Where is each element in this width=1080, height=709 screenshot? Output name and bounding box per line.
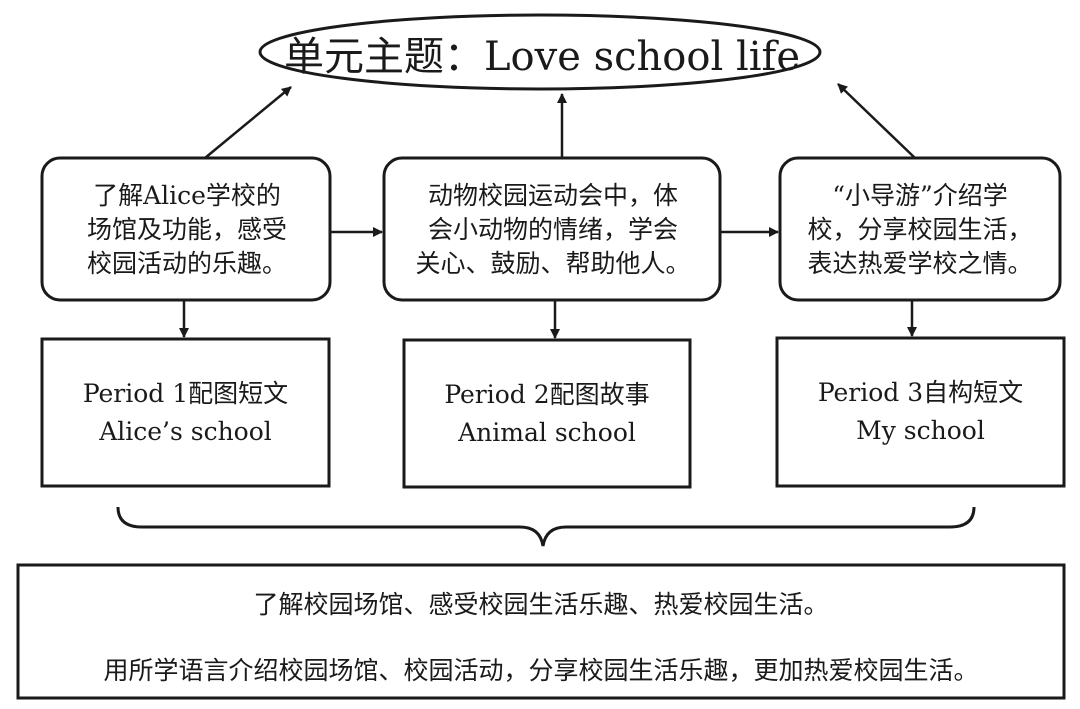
arrow-goal1-to-title [204, 86, 292, 159]
arrow-goal3-to-title [837, 83, 916, 159]
period-1-text: Period 1配图短文 Alice’s school [44, 341, 327, 484]
goal-box-2 [382, 156, 722, 302]
goal-2-line-2: 会小动物的情绪，学会 [427, 214, 678, 244]
goal-1-line-2: 场馆及功能，感受 [86, 214, 287, 244]
goal-text-1: 了解Alice学校的 场馆及功能，感受 校园活动的乐趣。 [46, 162, 328, 297]
goal-1-line-3: 校园活动的乐趣。 [86, 248, 287, 278]
period-3-text: Period 3自构短文 My school [779, 340, 1062, 484]
goal-text-3: “小导游”介绍学 校，分享校园生活， 表达热爱学校之情。 [784, 162, 1056, 297]
period-1-label: Period 1配图短文 [82, 378, 289, 408]
period-3-label: Period 3自构短文 [817, 378, 1024, 407]
title-ellipse [258, 13, 822, 91]
summary-brace [116, 506, 976, 547]
period-box-3 [775, 336, 1066, 488]
goal-3-line-2: 校，分享校园生活， [807, 214, 1033, 244]
goal-2-line-3: 关心、鼓励、帮助他人。 [415, 248, 691, 278]
period-1-title: Alice’s school [99, 416, 272, 446]
goal-box-3 [778, 156, 1062, 302]
goal-3-line-1: “小导游”介绍学 [832, 180, 1008, 210]
period-2-title: Animal school [458, 417, 636, 447]
period-2-label: Period 2配图故事 [444, 379, 650, 409]
unit-theme-title: 单元主题：Love school life [283, 34, 801, 80]
summary-box [16, 563, 1066, 700]
goal-3-line-3: 表达热爱学校之情。 [807, 248, 1033, 278]
summary-line-2: 用所学语言介绍校园场馆、校园活动，分享校园生活乐趣，更加热爱校园生活。 [103, 656, 979, 685]
period-box-1 [40, 337, 331, 488]
period-2-text: Period 2配图故事 Animal school [406, 342, 688, 485]
period-box-2 [402, 338, 692, 489]
goal-2-line-1: 动物校园运动会中，体 [427, 180, 678, 210]
goal-box-1 [40, 156, 332, 302]
goal-text-2: 动物校园运动会中，体 会小动物的情绪，学会 关心、鼓励、帮助他人。 [388, 162, 718, 297]
goal-1-line-1: 了解Alice学校的 [93, 180, 281, 210]
summary-line-1: 了解校园场馆、感受校园生活乐趣、热爱校园生活。 [253, 590, 829, 619]
period-3-title: My school [856, 416, 985, 445]
